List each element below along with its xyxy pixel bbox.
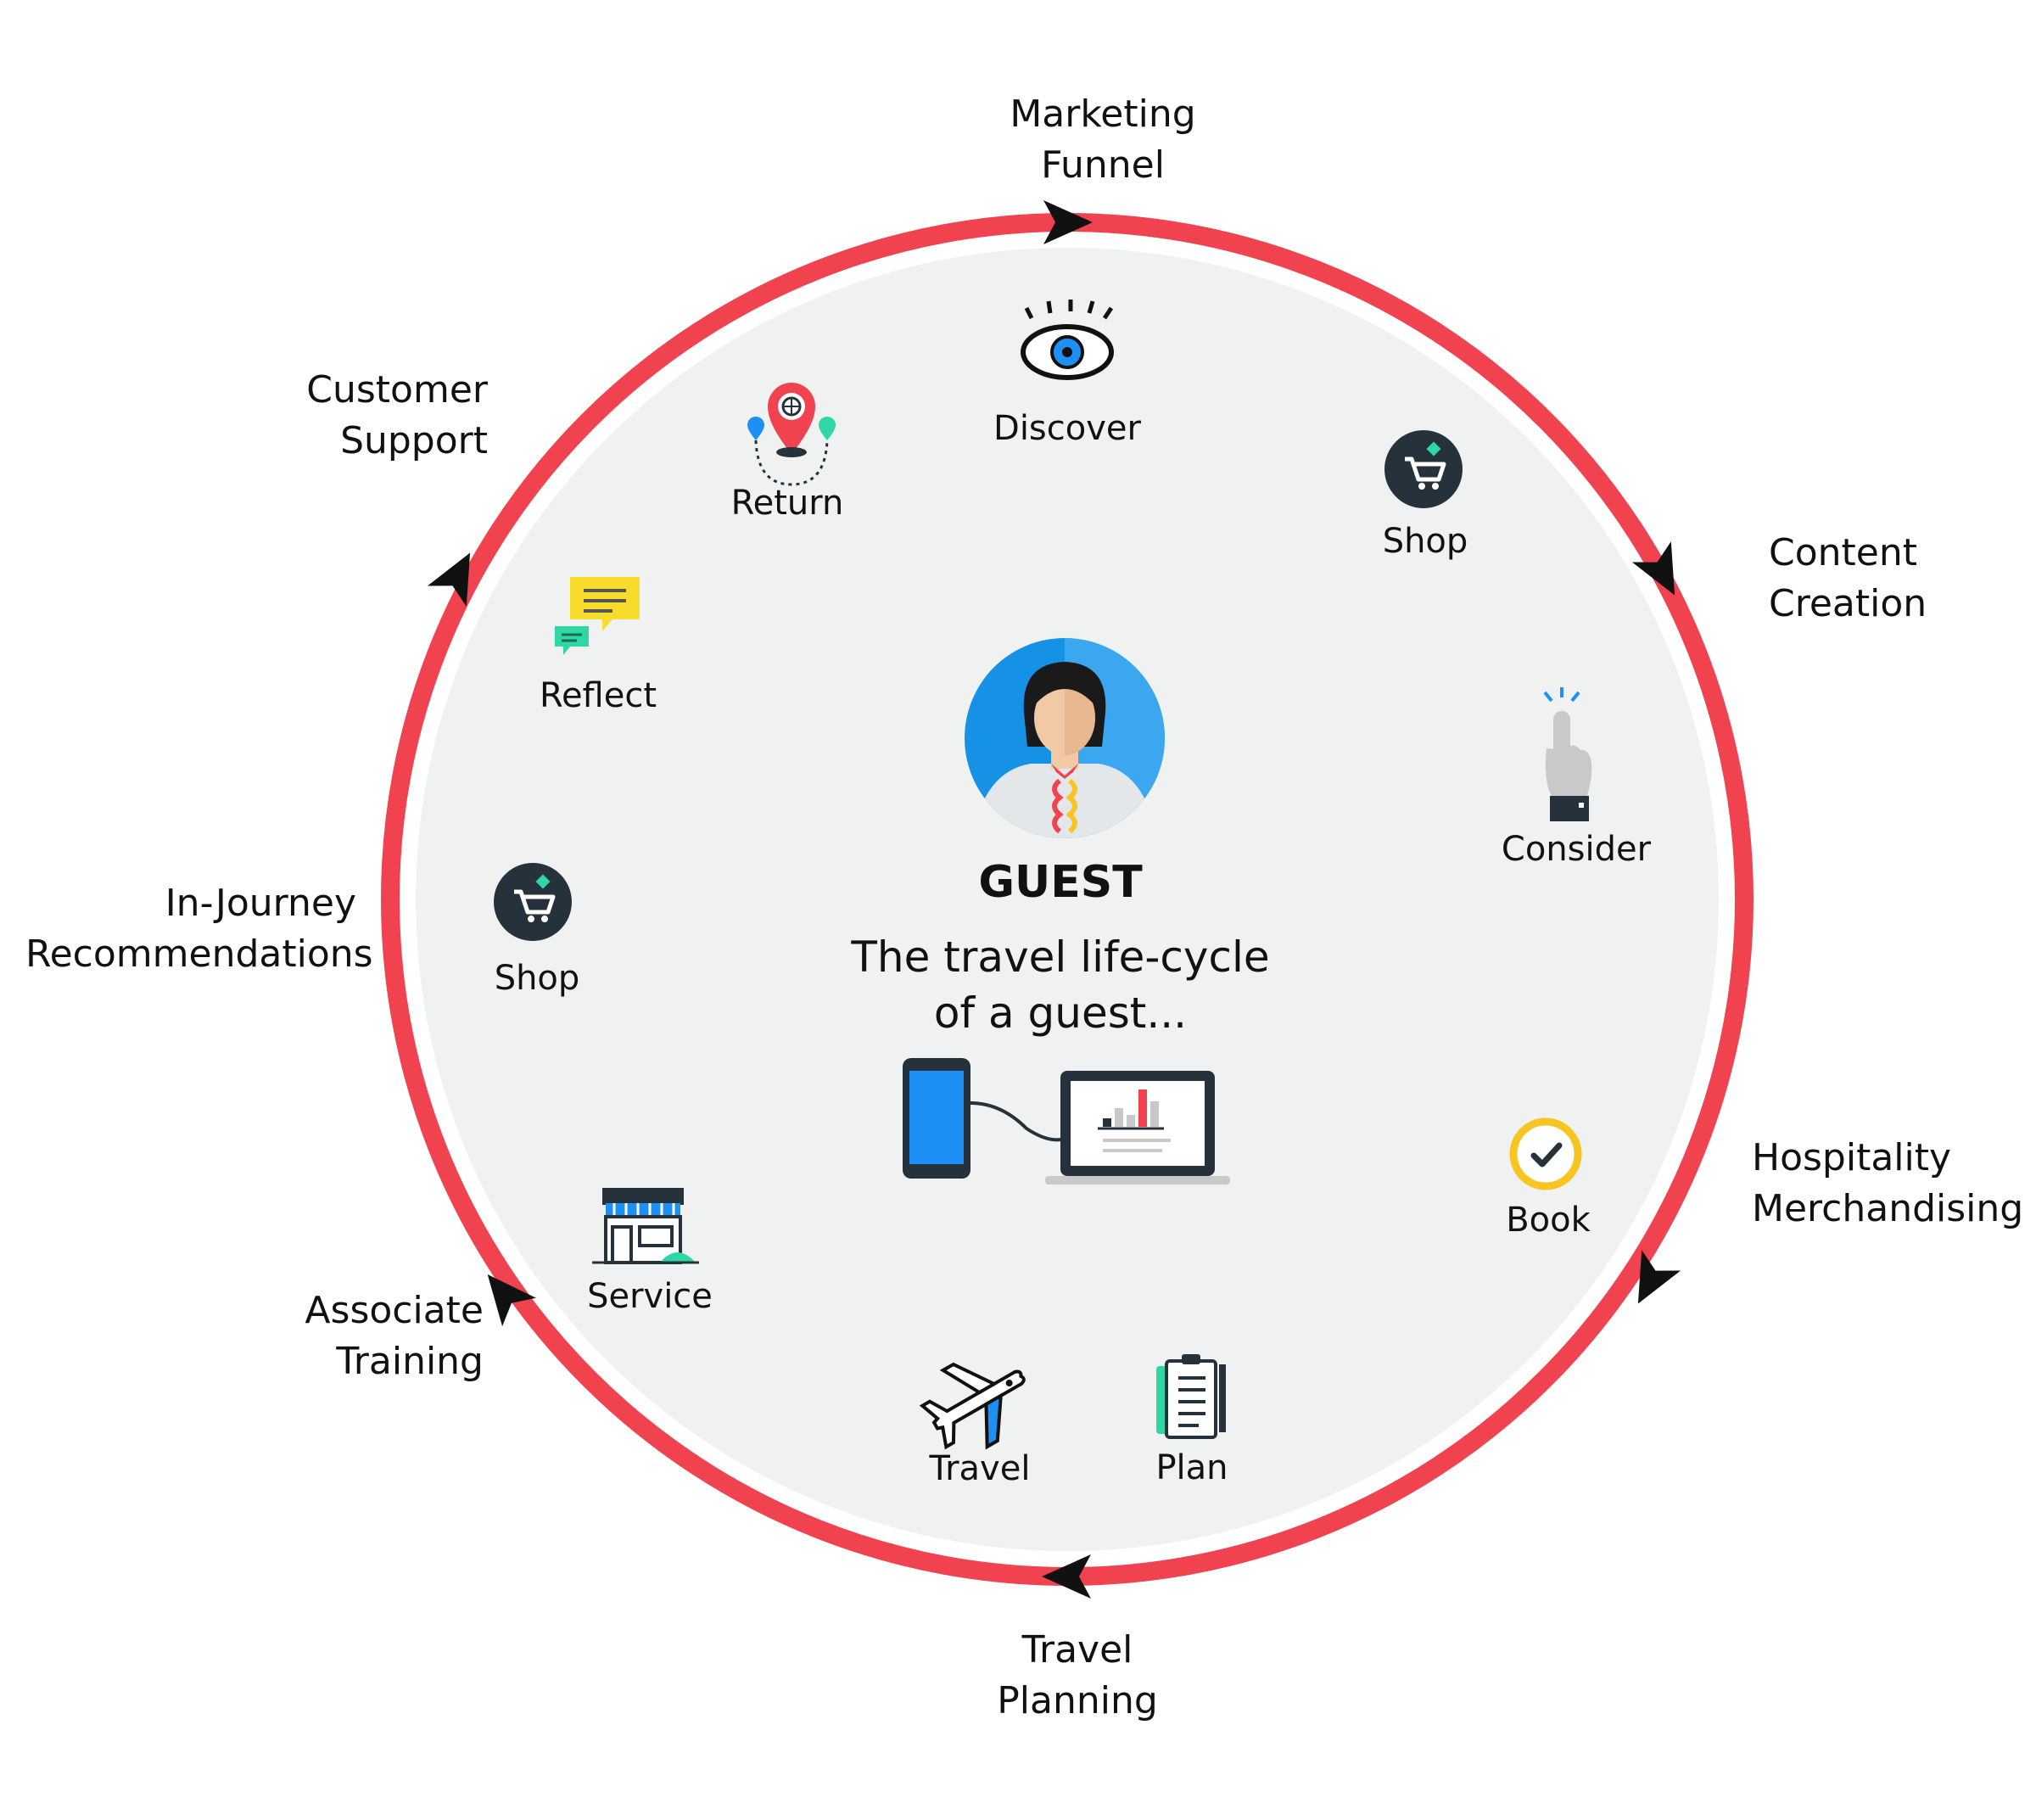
stage-reflect: Reflect [539, 676, 657, 715]
ring-arrow-lower-right [1637, 1250, 1681, 1304]
stage-consider: Consider [1501, 830, 1652, 869]
label-in-journey-recommendations: In-Journey Recommendations [25, 882, 373, 976]
chat-bubbles-icon [555, 577, 640, 655]
shopping-cart-icon-left [494, 863, 572, 941]
airplane-icon [919, 1362, 1026, 1450]
label-associate-training: Associate Training [305, 1289, 484, 1383]
shopping-cart-icon [1384, 430, 1463, 508]
phone-laptop-icon [903, 1058, 1230, 1184]
eye-icon [1021, 300, 1114, 380]
storefront-icon [592, 1188, 699, 1264]
clipboard-icon [1156, 1354, 1226, 1439]
map-pin-route-icon [747, 383, 836, 486]
stage-discover: Discover [993, 409, 1141, 448]
ring-arrow-top [1043, 200, 1093, 244]
label-content-creation: Content Creation [1769, 531, 1927, 625]
ring-arrow-upper-right [1631, 541, 1675, 596]
ring-arrow-bottom [1042, 1554, 1091, 1599]
ring-arrow-lower-left [487, 1274, 536, 1327]
label-travel-planning: Travel Planning [997, 1628, 1158, 1722]
stage-book: Book [1506, 1201, 1591, 1240]
stage-travel: Travel [929, 1449, 1031, 1488]
label-customer-support: Customer Support [306, 368, 488, 462]
stage-shop-right: Shop [1382, 522, 1468, 561]
label-marketing-funnel: Marketing Funnel [1010, 92, 1196, 187]
label-hospitality-merchandising: Hospitality Merchandising [1752, 1136, 2024, 1230]
center-subtitle-line-2: of a guest... [933, 988, 1188, 1038]
stage-plan: Plan [1155, 1448, 1228, 1487]
checkmark-circle-icon [1509, 1117, 1582, 1190]
center-subtitle-line-1: The travel life-cycle [851, 932, 1270, 982]
stage-return: Return [730, 484, 844, 523]
stage-service: Service [587, 1277, 713, 1316]
center-subtitle: The travel life-cycle of a guest... [806, 929, 1315, 1041]
ring-arrow-upper-left [427, 552, 471, 607]
stage-shop-left: Shop [494, 959, 580, 998]
inner-disk [416, 248, 1719, 1551]
pointing-hand-icon [1543, 687, 1592, 821]
center-title: GUEST [978, 857, 1143, 908]
